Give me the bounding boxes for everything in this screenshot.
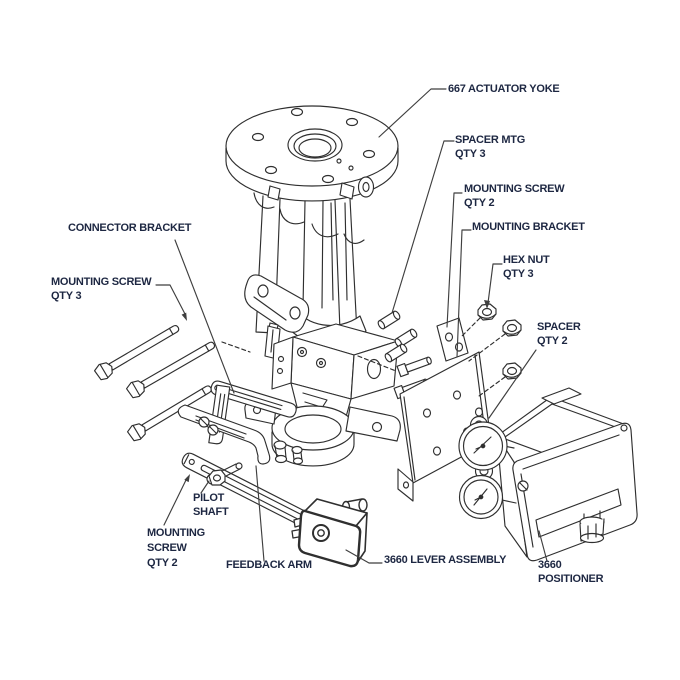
spacer-mtg-drawing [377, 310, 418, 363]
positioner-fitting [579, 510, 605, 544]
leader-spacer-mtg [391, 140, 455, 314]
hex-nuts-drawing [477, 303, 522, 380]
positioner-gauge-bottom [458, 474, 504, 520]
actuator-yoke-drawing [225, 105, 399, 345]
label-lever-assembly: 3660 LEVER ASSEMBLY [384, 554, 507, 566]
label-mounting-screw-left: MOUNTING SCREW QTY 3 [51, 276, 152, 302]
leader-mounting-screw-left [155, 284, 186, 315]
label-pilot-shaft: PILOT SHAFT [193, 492, 229, 518]
label-mounting-screw-bottom: MOUNTING SCREW QTY 2 [147, 527, 205, 569]
label-actuator-yoke: 667 ACTUATOR YOKE [448, 83, 560, 95]
label-feedback-arm: FEEDBACK ARM [226, 559, 312, 571]
leader-pilot-shaft [200, 480, 210, 494]
leader-actuator-yoke [378, 88, 447, 138]
label-spacer-mtg: SPACER MTG QTY 3 [455, 134, 526, 160]
leader-mounting-screw-right [446, 192, 463, 328]
leader-mounting-bracket [456, 229, 472, 358]
label-connector-bracket: CONNECTOR BRACKET [68, 222, 192, 234]
valve-body-block-drawing [244, 323, 401, 467]
leader-hex-nut-arrowhead [484, 300, 490, 309]
leader-feedback-arm [255, 465, 265, 562]
leader-mounting-screw-bottom-arrowhead [184, 474, 190, 483]
label-mounting-screw-right: MOUNTING SCREW QTY 2 [464, 183, 565, 209]
label-spacer: SPACER QTY 2 [537, 321, 581, 347]
leader-mounting-screw-bottom [163, 477, 188, 526]
lever-assembly-drawing [291, 498, 368, 568]
leader-spacer [488, 349, 537, 419]
label-hex-nut: HEX NUT QTY 3 [503, 254, 550, 280]
pilot-shaft-drawing [206, 462, 243, 486]
label-positioner: 3660 POSITIONER [538, 559, 604, 585]
yoke-flange [225, 105, 399, 202]
positioner-drawing [458, 387, 638, 562]
leader-positioner [538, 530, 548, 562]
hex-nut-dashed-lines [460, 317, 506, 397]
leader-lever-assembly [345, 549, 383, 564]
label-mounting-bracket: MOUNTING BRACKET [472, 221, 585, 233]
positioner-nameplate [535, 488, 622, 538]
positioner-gauge-top [458, 421, 517, 504]
leader-mounting-screw-left-arrowhead [181, 312, 187, 321]
leader-lines [155, 88, 548, 564]
leader-hex-nut [487, 263, 503, 304]
leader-connector-bracket [174, 239, 235, 394]
